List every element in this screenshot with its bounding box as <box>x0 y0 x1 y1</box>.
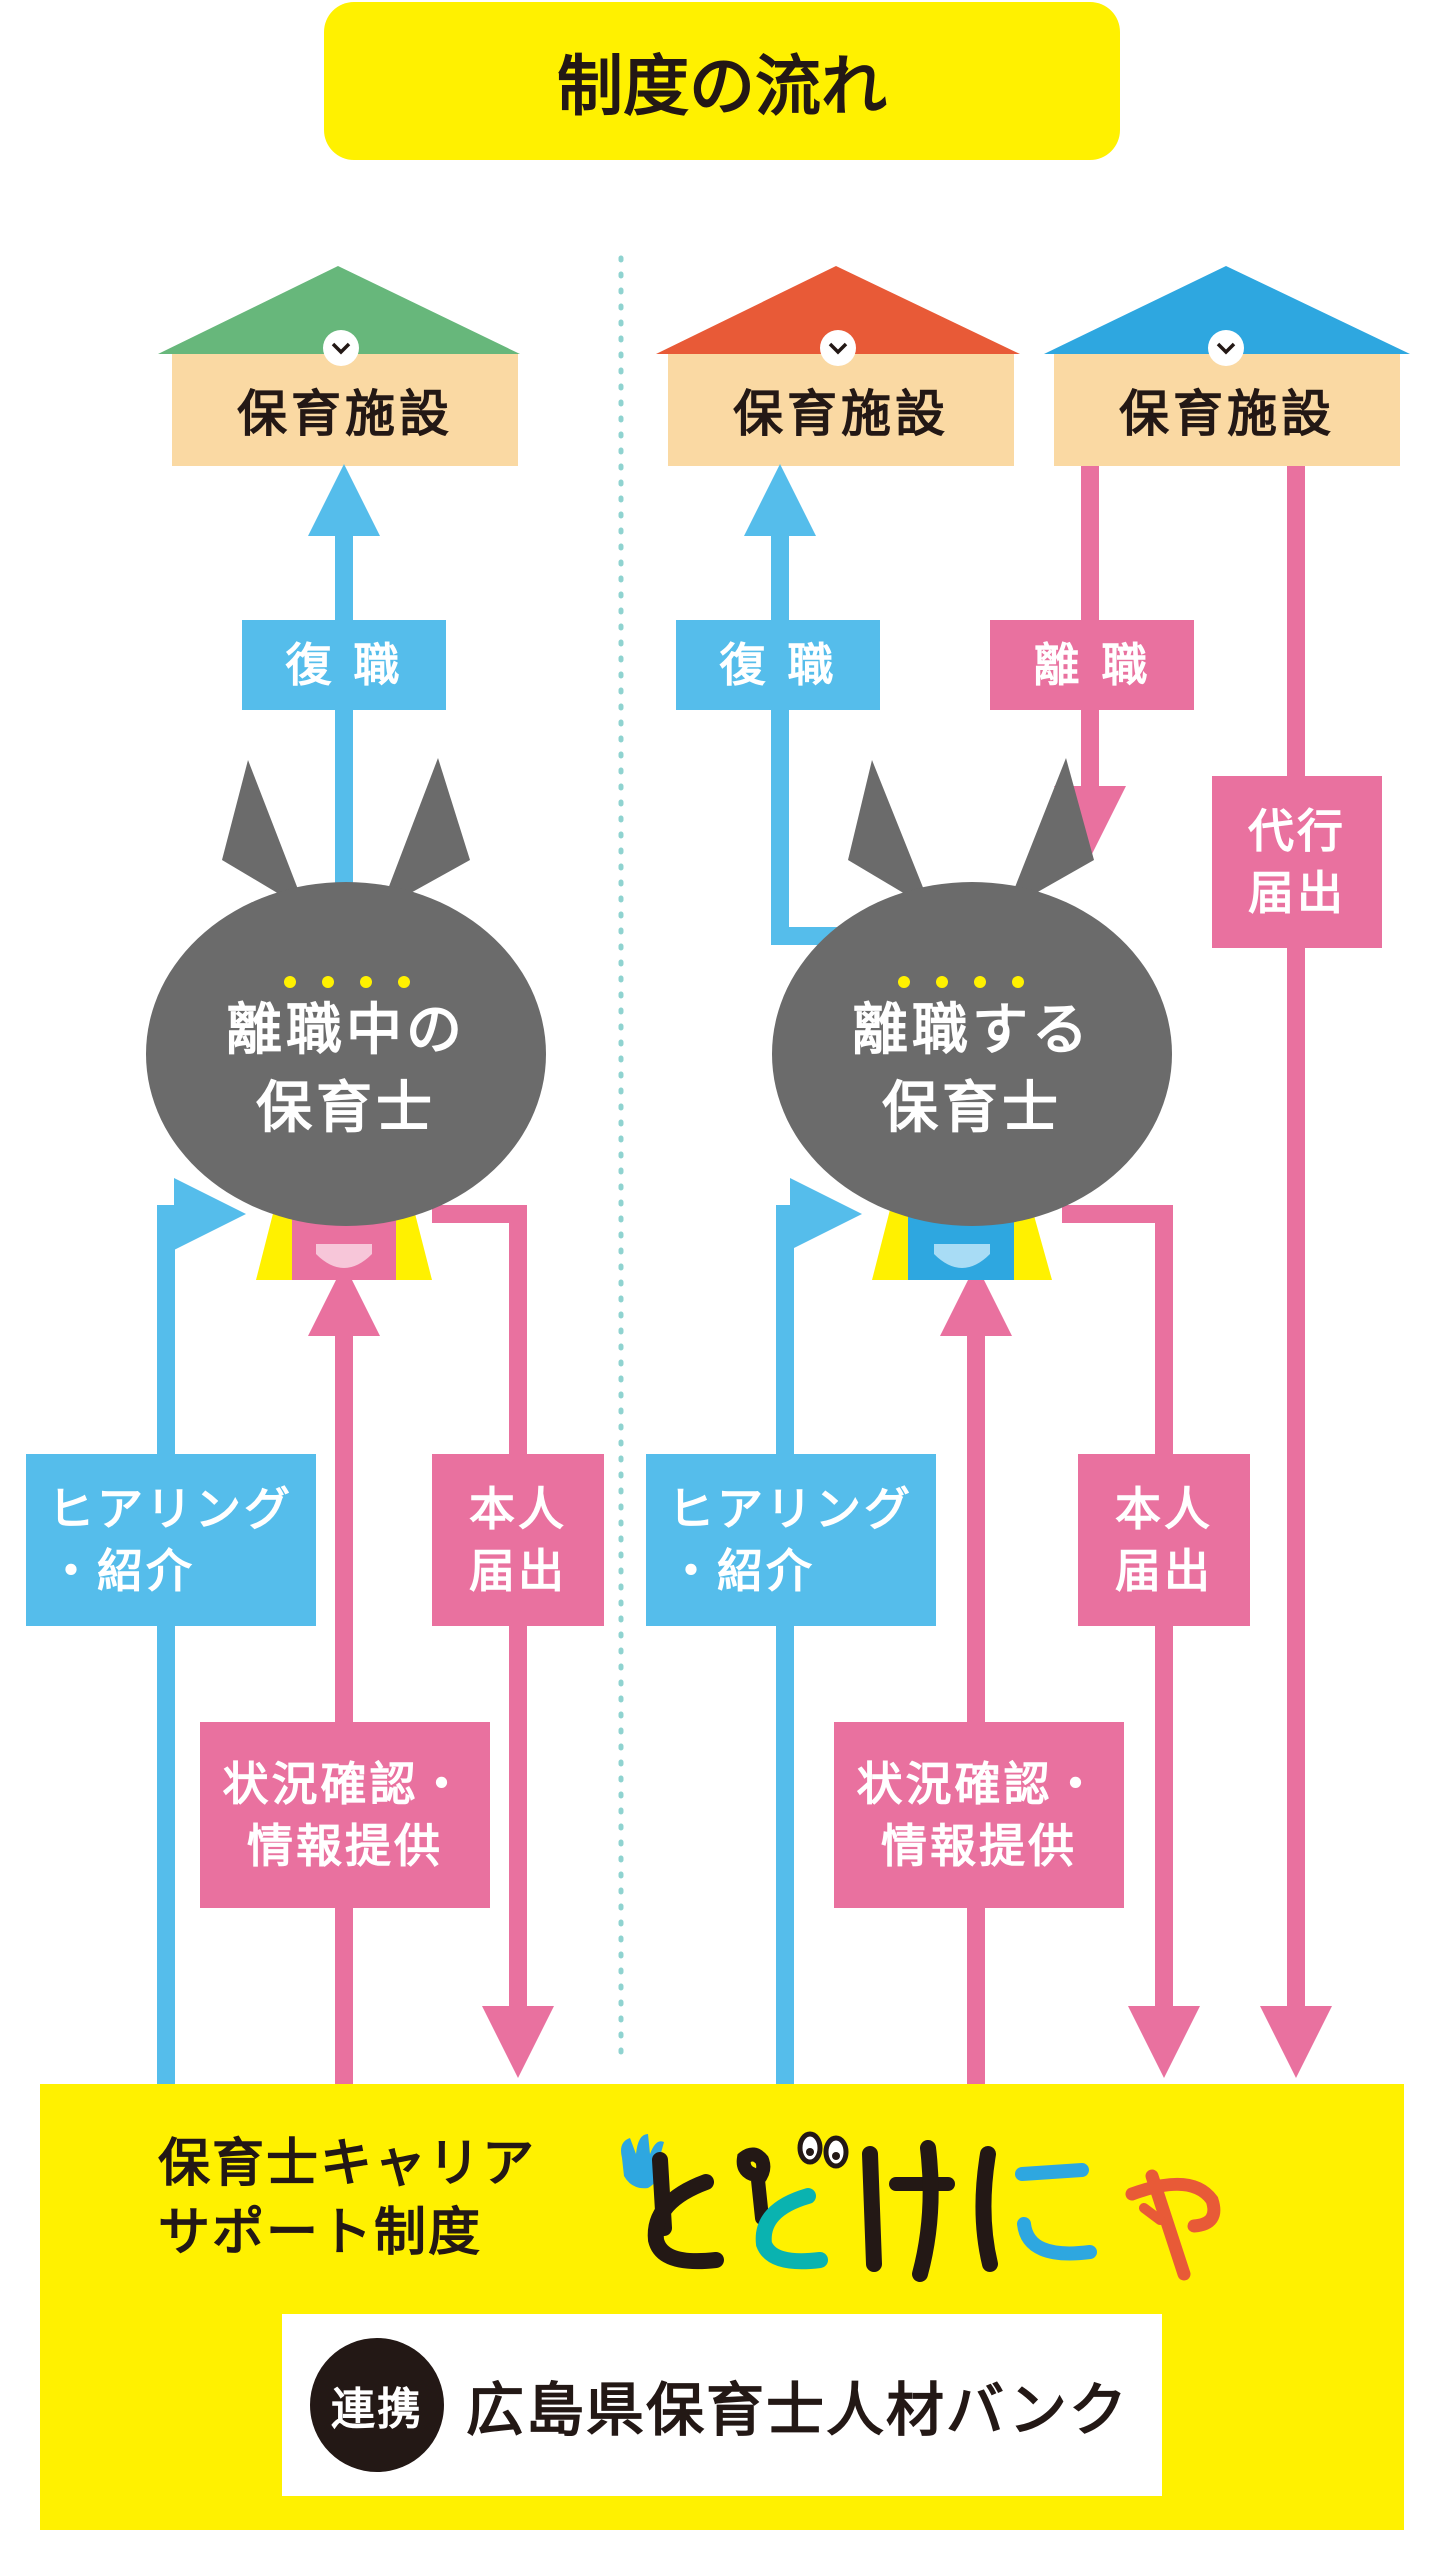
right-report-label: 本人 届出 <box>1078 1454 1250 1626</box>
facility-label-left: 保育施設 <box>237 385 453 443</box>
right-cat-line1: 離職する <box>852 997 1092 1063</box>
partner-box: 連携 広島県保育士人材バンク <box>282 2314 1162 2496</box>
cat-right <box>772 758 1172 1280</box>
facility-label-right-blue: 保育施設 <box>1119 385 1335 443</box>
left-hearing-line1: ヒアリング <box>48 1481 293 1536</box>
right-status-line1: 状況確認・ <box>856 1756 1102 1811</box>
left-status-line1: 状況確認・ <box>222 1756 468 1811</box>
right-status-line2: 情報提供 <box>881 1819 1077 1873</box>
right-cat-line2: 保育士 <box>882 1076 1062 1141</box>
left-hearing-label: ヒアリング ・紹介 <box>26 1454 316 1626</box>
line-right-report <box>1062 1205 1200 2078</box>
page-title: 制度の流れ <box>324 2 1120 160</box>
line-right-hearing <box>776 1178 862 2084</box>
line-left-report <box>432 1205 554 2078</box>
line-right-return <box>744 464 858 945</box>
left-cat-line1: 離職中の <box>226 997 466 1063</box>
house-right-red <box>656 266 1020 466</box>
cat-left <box>146 758 546 1280</box>
right-status-label: 状況確認・ 情報提供 <box>834 1722 1124 1908</box>
right-proxy-label: 代行 届出 <box>1212 776 1382 948</box>
partner-name: 広島県保育士人材バンク <box>466 2376 1129 2444</box>
right-return-label: 復 職 <box>676 620 880 710</box>
todokenya-logo <box>621 2131 1221 2282</box>
right-hearing-label: ヒアリング ・紹介 <box>646 1454 936 1626</box>
left-status-line2: 情報提供 <box>247 1819 443 1873</box>
right-cat-text: 離職する 保育士 <box>772 990 1172 1150</box>
partner-badge: 連携 <box>310 2338 444 2472</box>
left-cat-line2: 保育士 <box>256 1076 436 1141</box>
left-report-label: 本人 届出 <box>432 1454 604 1626</box>
left-cat-text: 離職中の 保育士 <box>146 990 546 1150</box>
system-name-line2: サポート制度 <box>158 2203 483 2264</box>
right-leave-label: 離 職 <box>990 620 1194 710</box>
house-right-blue <box>1044 266 1410 466</box>
system-name-line1: 保育士キャリア <box>158 2134 537 2194</box>
line-left-hearing <box>157 1178 246 2084</box>
right-report-line2: 届出 <box>1115 1544 1213 1598</box>
right-hearing-line1: ヒアリング <box>668 1481 913 1536</box>
facility-label-right-red: 保育施設 <box>733 385 949 443</box>
left-hearing-line2: ・紹介 <box>48 1544 195 1598</box>
left-return-label: 復 職 <box>242 620 446 710</box>
left-report-line1: 本人 <box>469 1481 567 1536</box>
right-hearing-line2: ・紹介 <box>668 1544 815 1598</box>
right-report-line1: 本人 <box>1115 1481 1213 1536</box>
left-report-line2: 届出 <box>469 1544 567 1598</box>
left-status-label: 状況確認・ 情報提供 <box>200 1722 490 1908</box>
system-name: 保育士キャリア サポート制度 <box>158 2130 536 2268</box>
house-left <box>158 266 520 466</box>
right-proxy-line2: 届出 <box>1248 866 1346 920</box>
right-proxy-line1: 代行 <box>1248 803 1346 858</box>
